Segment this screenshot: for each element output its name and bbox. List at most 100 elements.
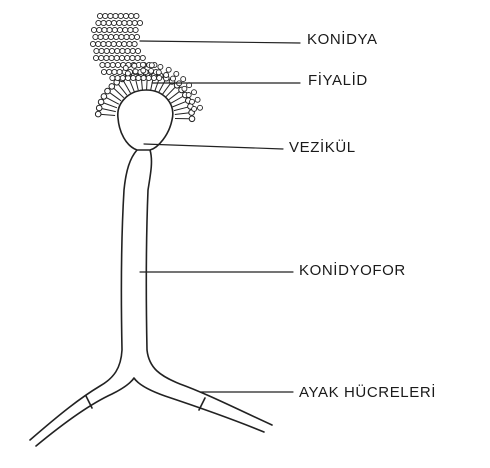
conidium [117,27,122,32]
conidium [117,20,122,25]
conidium [123,66,128,71]
phialide-tip [105,88,111,94]
conidium [132,20,137,25]
conidium [164,73,169,78]
conidium [105,62,110,67]
phialide [102,109,116,112]
conidium [108,13,113,18]
conidium [146,75,151,80]
phialide-tip [96,105,102,111]
conidium [130,55,135,60]
conidium [156,70,161,75]
conidium [112,69,117,74]
phialide [171,97,183,104]
conidium [101,69,106,74]
conidium [129,34,134,39]
conidium [192,106,197,111]
conidium [91,27,96,32]
conidium [134,13,139,18]
conidium [99,55,104,60]
conidium [96,41,101,46]
label-konidyofor: KONİDYOFOR [299,262,406,279]
conidium [141,75,146,80]
label-vezikul: VEZİKÜL [289,139,356,156]
conidium [104,48,109,53]
conidium [149,63,154,68]
conidium [101,41,106,46]
conidium [133,69,138,74]
conidium [93,34,98,39]
conidium [190,99,195,104]
conidium [110,75,115,80]
conidium [166,67,171,72]
conidium [186,93,191,98]
phialide [174,107,188,110]
conidium [136,75,141,80]
conidium [181,77,186,82]
phialide [124,81,131,93]
conidium [115,62,120,67]
vesicle [118,90,173,150]
conidium [129,13,134,18]
conidium [96,20,101,25]
conidium [115,75,120,80]
conidium [94,48,99,53]
conidium [133,27,138,32]
conidium [108,34,113,39]
conidium [141,68,146,73]
conidium [122,41,127,46]
conidium [123,27,128,32]
conidium [149,68,154,73]
label-ayak-hucreleri: AYAK HÜCRELERİ [299,384,436,401]
conidium [111,41,116,46]
label-konidya: KONİDYA [307,31,378,48]
conidium [110,62,115,67]
conidium [171,76,176,81]
conidium [113,13,118,18]
conidium [135,48,140,53]
conidium [128,27,133,32]
conidiophore-stem [30,150,272,446]
conidium [104,55,109,60]
conidium [125,55,130,60]
conidium [107,27,112,32]
conidium [182,86,187,91]
conidium [109,55,114,60]
conidium [100,62,105,67]
conidium [106,41,111,46]
conidium [132,41,137,46]
conidium [127,20,132,25]
conidium [107,69,112,74]
conidium [120,75,125,80]
conidium [114,55,119,60]
conidium [118,13,123,18]
konidya-pointer-line [140,41,300,43]
phialide [104,103,117,108]
conidium [134,34,139,39]
conidium [119,55,124,60]
conidium [103,34,108,39]
conidium [132,63,137,68]
phialide [173,102,186,107]
conidium [119,34,124,39]
conidium [124,34,129,39]
conidium [130,48,135,53]
conidium [141,62,146,67]
conidium [101,20,106,25]
conidium [198,105,203,110]
conidium [115,48,120,53]
conidium [122,20,127,25]
conidium [102,27,107,32]
phialide [175,113,189,115]
phialide-tip [98,99,104,105]
conidium [125,71,130,76]
conidium [109,48,114,53]
conidium [93,55,98,60]
conidium [99,48,104,53]
conidium [117,69,122,74]
conidium [116,41,121,46]
conidium [112,27,117,32]
phialide [107,98,119,105]
conidium [90,41,95,46]
